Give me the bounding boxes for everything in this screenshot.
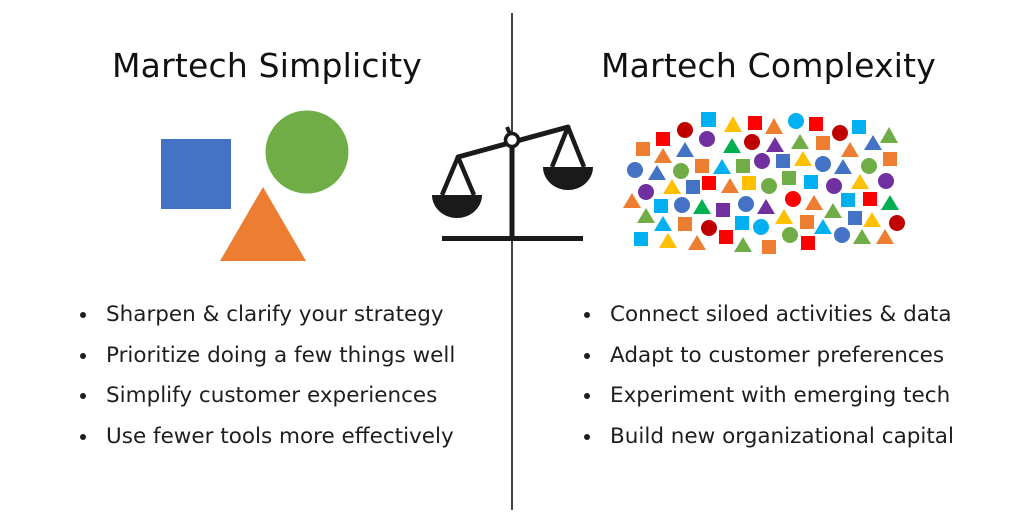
bullet-icon (80, 393, 86, 399)
list-item: Experiment with emerging tech (584, 379, 954, 420)
bullet-icon (80, 352, 86, 359)
bullet-icon (584, 393, 590, 399)
list-item: Use fewer tools more effectively (80, 420, 455, 461)
list-item: Prioritize doing a few things well (80, 339, 455, 380)
bullet-icon (584, 433, 590, 440)
list-item: Adapt to customer preferences (584, 339, 954, 380)
right-panel-title: Martech Complexity (601, 46, 937, 85)
complexity-bullet-list: Connect siloed activities & data Adapt t… (584, 298, 954, 460)
simple-shapes-group (161, 110, 349, 261)
list-item: Simplify customer experiences (80, 379, 455, 420)
list-item: Connect siloed activities & data (584, 298, 954, 339)
list-item: Sharpen & clarify your strategy (80, 298, 455, 339)
simplicity-bullet-list: Sharpen & clarify your strategy Prioriti… (80, 298, 455, 460)
list-item: Build new organizational capital (584, 420, 954, 461)
bullet-icon (80, 433, 86, 440)
complex-shapes-cluster (623, 112, 905, 254)
bullet-icon (80, 312, 86, 318)
orange-triangle-icon (220, 187, 306, 261)
balance-scale-icon (432, 124, 593, 241)
center-divider (511, 13, 513, 510)
blue-square-icon (161, 139, 231, 209)
left-panel-title: Martech Simplicity (112, 46, 422, 85)
bullet-icon (584, 312, 590, 318)
green-circle-icon (265, 110, 349, 194)
bullet-icon (584, 352, 590, 359)
